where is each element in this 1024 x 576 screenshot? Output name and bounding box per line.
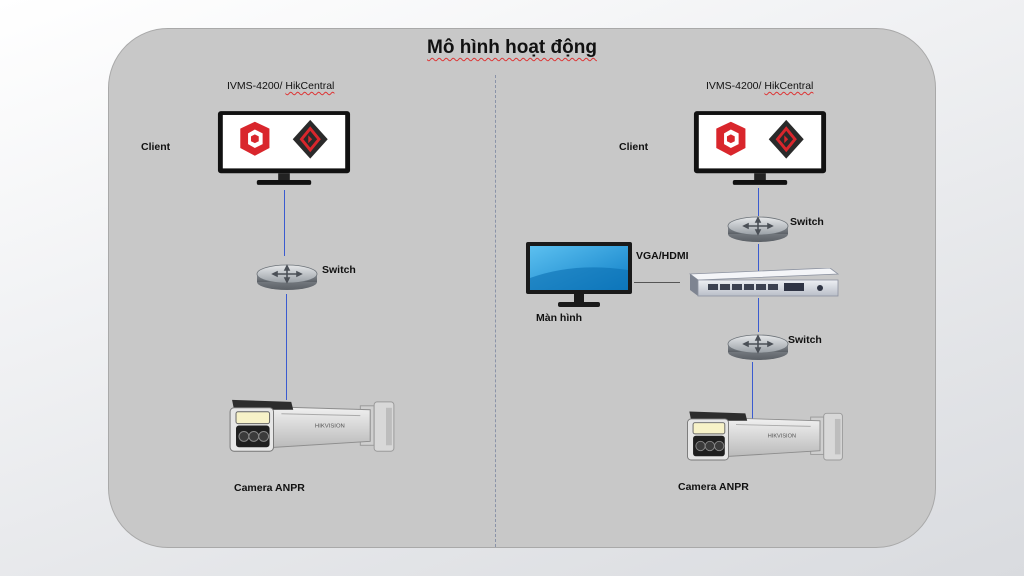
display-label: Màn hình [536,312,583,324]
right-software-label: IVMS-4200/ HikCentral [706,80,814,92]
left-camera-label: Camera ANPR [234,482,305,494]
left-software-label: IVMS-4200/ HikCentral [227,80,335,92]
right-link-switch-camera [752,362,753,422]
vga-hdmi-label: VGA/HDMI [636,250,689,262]
right-camera-label: Camera ANPR [678,481,749,493]
nvr-recorder-icon [680,268,840,298]
right-switch-top-label: Switch [790,216,824,228]
anpr-camera-icon [222,392,400,466]
display-monitor-icon [524,240,634,310]
anpr-camera-icon [680,404,848,474]
right-switch-bottom-label: Switch [788,334,822,346]
diagram-title: Mô hình hoạt động [427,37,597,58]
client-monitor-icon [692,108,828,188]
section-divider [495,75,496,547]
switch-icon [726,332,790,362]
switch-icon [726,214,790,244]
client-monitor-icon [216,108,352,188]
vga-link [634,282,680,283]
right-link-client-switch [758,188,759,216]
right-link-switch-nvr [758,244,759,272]
switch-icon [255,262,319,292]
left-link-switch-camera [286,294,287,400]
right-link-nvr-switch [758,298,759,332]
right-client-label: Client [619,141,649,153]
left-link-client-switch [284,190,285,256]
left-switch-label: Switch [322,264,356,276]
left-client-label: Client [141,141,171,153]
